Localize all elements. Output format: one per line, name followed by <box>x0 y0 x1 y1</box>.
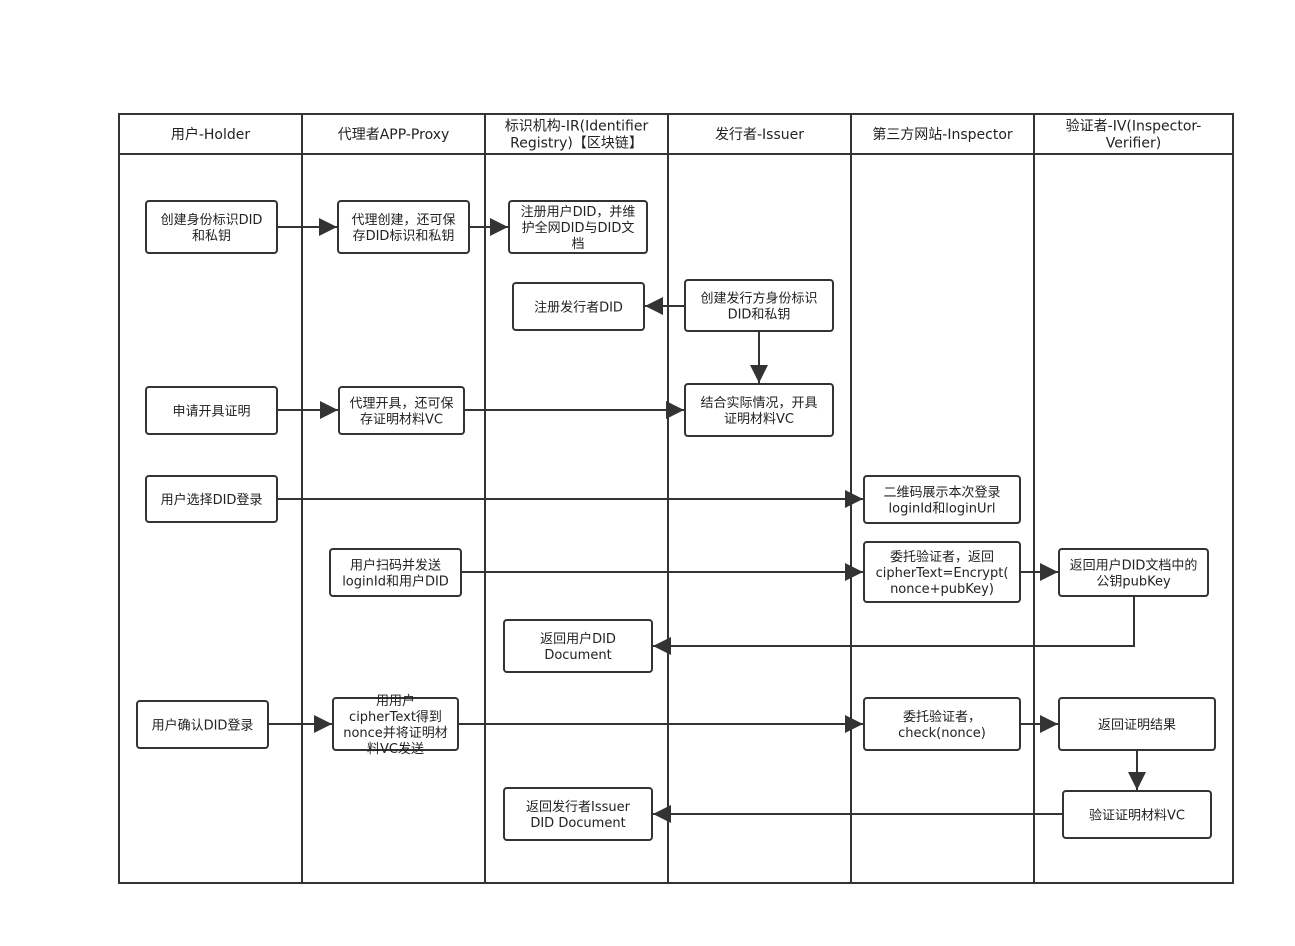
node-n-ver-result: 返回证明结果 <box>1058 697 1216 751</box>
node-box <box>863 541 1021 603</box>
node-n-ver-verify: 验证证明材料VC <box>1062 790 1212 839</box>
node-label: 用户确认DID登录 <box>152 718 254 734</box>
node-label: 结合实际情况，开具证明材料VC <box>700 396 817 427</box>
node-box <box>145 386 278 435</box>
node-box <box>503 619 653 673</box>
lane-title-proxy: 代理者APP-Proxy <box>338 127 450 143</box>
node-box <box>338 386 465 435</box>
node-label: 代理创建，还可保存DID标识和私钥 <box>351 213 455 244</box>
node-box <box>503 787 653 841</box>
node-label: 注册发行者DID <box>534 300 623 316</box>
node-box <box>1062 790 1212 839</box>
node-box <box>863 697 1021 751</box>
lane-title-holder: 用户-Holder <box>171 126 251 143</box>
node-box <box>1058 548 1209 597</box>
node-box <box>684 279 834 332</box>
node-box <box>512 282 645 331</box>
lane-frame <box>118 113 1234 884</box>
node-n-ir-register-issuer: 注册发行者DID <box>512 282 645 331</box>
node-box <box>145 200 278 254</box>
node-label: 代理开具，还可保存证明材料VC <box>349 397 453 428</box>
node-box <box>329 548 462 597</box>
node-box <box>508 200 648 254</box>
node-label: 返回用户DID文档中的公钥pubKey <box>1070 558 1198 590</box>
node-n-ir-register-user: 注册用户DID，并维护全网DID与DID文档 <box>508 200 648 254</box>
node-n-insp-check: 委托验证者，check(nonce) <box>863 697 1021 751</box>
node-n-holder-apply: 申请开具证明 <box>145 386 278 435</box>
node-box <box>145 475 278 523</box>
lane-title-inspector: 第三方网站-Inspector <box>872 126 1013 143</box>
node-box <box>863 475 1021 524</box>
node-n-holder-confirm: 用户确认DID登录 <box>136 700 269 749</box>
node-n-issuer-issue: 结合实际情况，开具证明材料VC <box>684 383 834 437</box>
node-label: 申请开具证明 <box>172 405 250 420</box>
node-label: 注册用户DID，并维护全网DID与DID文档 <box>521 204 636 252</box>
node-box <box>136 700 269 749</box>
node-n-proxy-create: 代理创建，还可保存DID标识和私钥 <box>337 200 470 254</box>
node-label: 验证证明材料VC <box>1089 808 1185 824</box>
node-label: 委托验证者，check(nonce) <box>898 709 986 741</box>
node-label: 返回证明结果 <box>1098 718 1176 733</box>
node-n-proxy-apply: 代理开具，还可保存证明材料VC <box>338 386 465 435</box>
node-box <box>684 383 834 437</box>
node-label: 用户选择DID登录 <box>161 492 263 508</box>
node-n-ver-pubkey: 返回用户DID文档中的公钥pubKey <box>1058 548 1209 597</box>
node-box <box>332 697 459 751</box>
node-box <box>337 200 470 254</box>
lane-title-issuer: 发行者-Issuer <box>715 127 804 143</box>
node-n-holder-select: 用户选择DID登录 <box>145 475 278 523</box>
lane-title-verifier: 验证者-IV(Inspector-Verifier) <box>1066 119 1202 152</box>
node-box <box>1058 697 1216 751</box>
arrow-n-ver-pubkey-to-n-ir-return-user <box>653 596 1135 655</box>
